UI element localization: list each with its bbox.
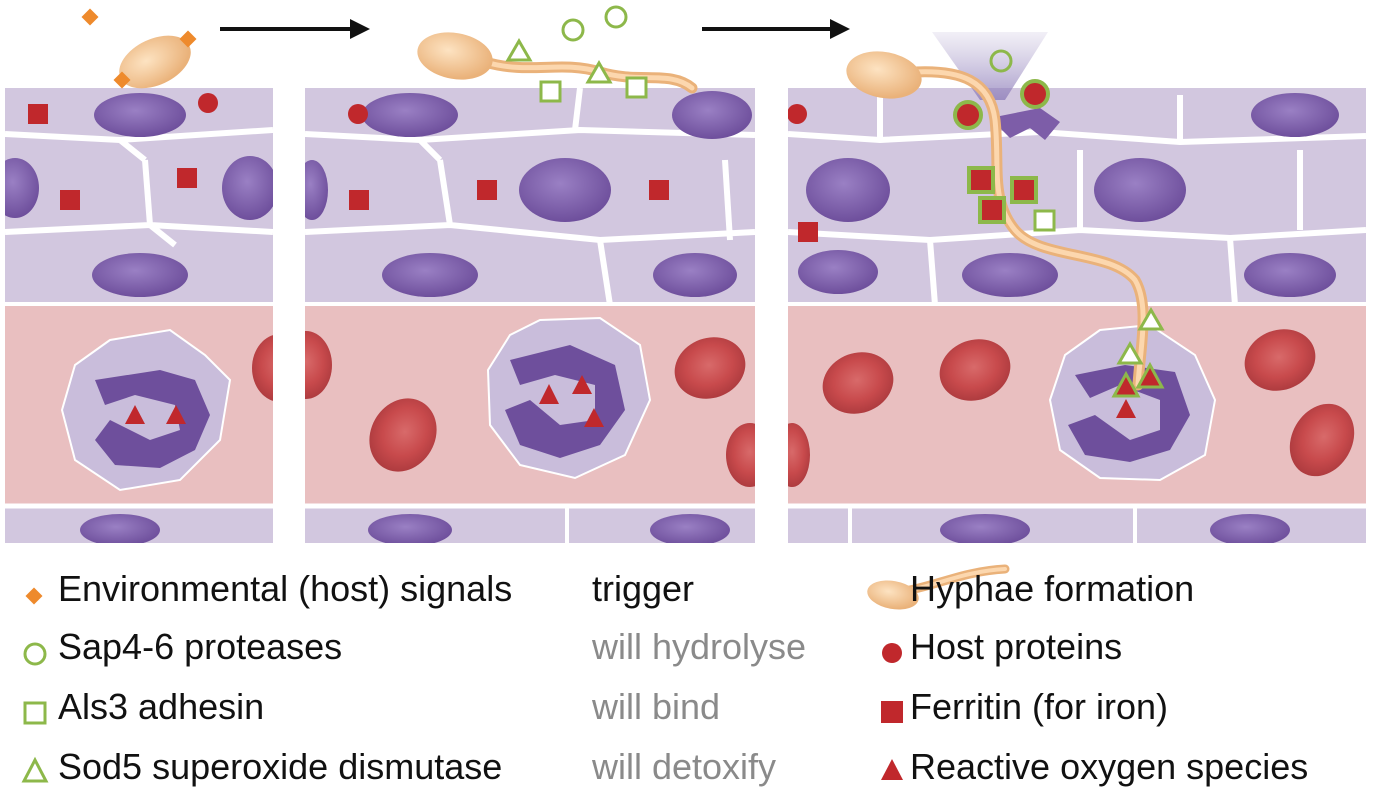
yeast-cell: [119, 35, 191, 89]
ferritin-bound: [1010, 176, 1038, 204]
host-protein-bound: [1020, 79, 1050, 109]
sod5-marker: [1137, 307, 1165, 331]
orange-diamond-icon: [25, 587, 43, 605]
sap-protease-marker: [561, 18, 585, 42]
green-triangle-outline-icon: [21, 756, 49, 783]
legend-row-signals: Environmental (host) signals trigger Hyp…: [0, 564, 1373, 621]
host-protein-bound: [953, 100, 983, 130]
ros-marker: [125, 405, 145, 424]
red-blood-cell: [252, 335, 273, 401]
secretion-cone: [932, 32, 1048, 100]
ros-marker: [166, 405, 186, 424]
legend-label: Als3 adhesin: [58, 686, 265, 727]
legend-target: Host proteins: [910, 626, 1123, 667]
sap-protease-marker: [989, 49, 1013, 73]
hyphae-icon: [867, 564, 1010, 610]
ros-bound: [1135, 361, 1165, 389]
legend-label: Sap4-6 proteases: [58, 626, 343, 667]
legend-target: Ferritin (for iron): [910, 686, 1169, 727]
legend-target: Reactive oxygen species: [910, 746, 1309, 787]
als3-marker: [539, 80, 562, 103]
als3-marker: [1033, 209, 1056, 232]
host-protein-marker: [198, 93, 218, 113]
legend-row-als3: Als3 adhesin will bind Ferritin (for iro…: [0, 689, 1373, 739]
cell-nucleus: [92, 253, 188, 297]
hyphae-cell: [846, 51, 1149, 391]
ferritin-marker: [177, 168, 197, 188]
progression-arrow: [702, 19, 850, 39]
legend-label: Environmental (host) signals: [58, 568, 513, 609]
sod5-marker: [585, 60, 613, 84]
signal-diamond: [81, 8, 99, 26]
legend-label: Sod5 superoxide dismutase: [58, 746, 503, 787]
cell-borders: [305, 87, 755, 308]
legend-row-sap: Sap4-6 proteases will hydrolyse Host pro…: [0, 629, 1373, 679]
legend-verb: will hydrolyse: [592, 626, 807, 667]
sod5-marker: [1116, 341, 1144, 365]
cell-borders: [5, 127, 273, 308]
ferritin-marker: [60, 190, 80, 210]
cell-nucleus: [94, 93, 186, 137]
cell-nucleus: [222, 156, 273, 220]
als3-marker: [625, 76, 648, 99]
ferritin-marker: [28, 104, 48, 124]
sap-protease-marker: [604, 5, 628, 29]
cell-nucleus: [5, 158, 39, 218]
red-triangle-icon: [881, 759, 903, 780]
red-square-icon: [881, 701, 903, 723]
green-square-outline-icon: [23, 701, 47, 725]
red-circle-icon: [882, 643, 902, 663]
ferritin-bound: [978, 196, 1006, 224]
sod5-marker: [505, 38, 533, 62]
infection-diagram: [5, 5, 1366, 543]
panel-3: [788, 85, 1366, 543]
ros-bound: [1111, 370, 1141, 398]
signal-diamond: [113, 71, 131, 89]
ferritin-bound: [967, 166, 995, 194]
legend-verb: will detoxify: [592, 746, 777, 787]
legend-target: Hyphae formation: [910, 568, 1195, 609]
green-circle-outline-icon: [23, 642, 47, 666]
panel-2: [305, 85, 755, 543]
ros-marker: [1116, 399, 1136, 418]
legend-row-sod5: Sod5 superoxide dismutase will detoxify …: [0, 749, 1373, 799]
progression-arrow: [220, 19, 370, 39]
legend-verb: trigger: [592, 568, 695, 609]
panel-1: [5, 85, 273, 543]
legend-verb: will bind: [592, 686, 721, 727]
damaged-nucleus: [990, 108, 1060, 140]
neutrophil-nucleus: [95, 370, 210, 468]
hyphae-cell: [417, 32, 698, 94]
